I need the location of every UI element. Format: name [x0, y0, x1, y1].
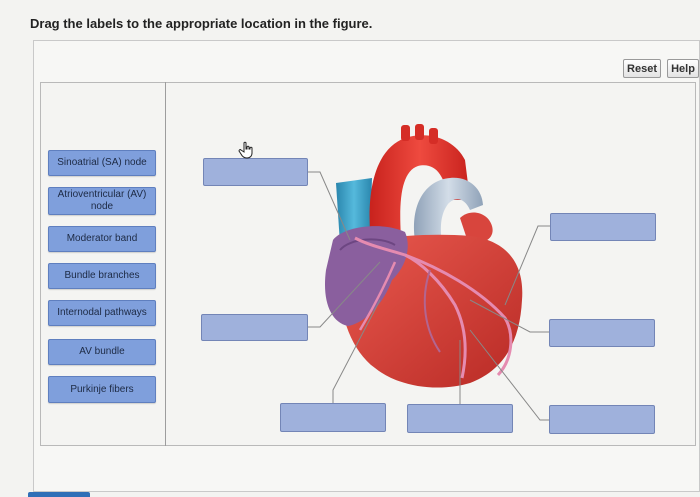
label-av-bundle[interactable]: AV bundle [48, 339, 156, 365]
leader-line [308, 171, 351, 241]
leader-line [504, 225, 550, 306]
help-button[interactable]: Help [667, 59, 699, 78]
drop-zone-2[interactable] [201, 314, 308, 341]
left-atrium [460, 212, 493, 244]
drop-zone-4[interactable] [549, 319, 655, 347]
conduction-pathway [358, 261, 397, 331]
drop-zone-1[interactable] [203, 158, 308, 186]
conduction-pathway [354, 236, 467, 379]
label-purkinje-fibers[interactable]: Purkinje fibers [48, 376, 156, 403]
aortic-arch [369, 135, 470, 250]
drop-zone-5[interactable] [549, 405, 655, 434]
pulmonary-trunk [414, 177, 483, 245]
aortic-branch [401, 125, 410, 141]
label-moderator-band[interactable]: Moderator band [48, 226, 156, 252]
conduction-pathway [404, 253, 513, 377]
aortic-branch [429, 128, 438, 144]
drop-zone-6[interactable] [407, 404, 513, 433]
label-atrioventricular-node[interactable]: Atrioventricular (AV) node [48, 187, 156, 215]
label-internodal-pathways[interactable]: Internodal pathways [48, 300, 156, 326]
label-bank [40, 82, 166, 446]
drop-zone-7[interactable] [280, 403, 386, 432]
leader-line [332, 299, 381, 404]
leader-lines [308, 171, 550, 421]
reset-button[interactable]: Reset [623, 59, 661, 78]
leader-line [469, 299, 549, 333]
drop-zone-3[interactable] [550, 213, 656, 241]
bottom-tab[interactable] [28, 492, 90, 497]
aortic-branch [415, 124, 424, 140]
conduction-pathway [423, 269, 441, 353]
leader-line [469, 329, 549, 421]
label-bundle-branches[interactable]: Bundle branches [48, 263, 156, 289]
atrium-detail [339, 238, 396, 251]
hand-pointer-icon [238, 141, 253, 159]
instructions-text: Drag the labels to the appropriate locat… [30, 16, 373, 31]
label-sinoatrial-node[interactable]: Sinoatrial (SA) node [48, 150, 156, 176]
leader-line [308, 261, 381, 328]
